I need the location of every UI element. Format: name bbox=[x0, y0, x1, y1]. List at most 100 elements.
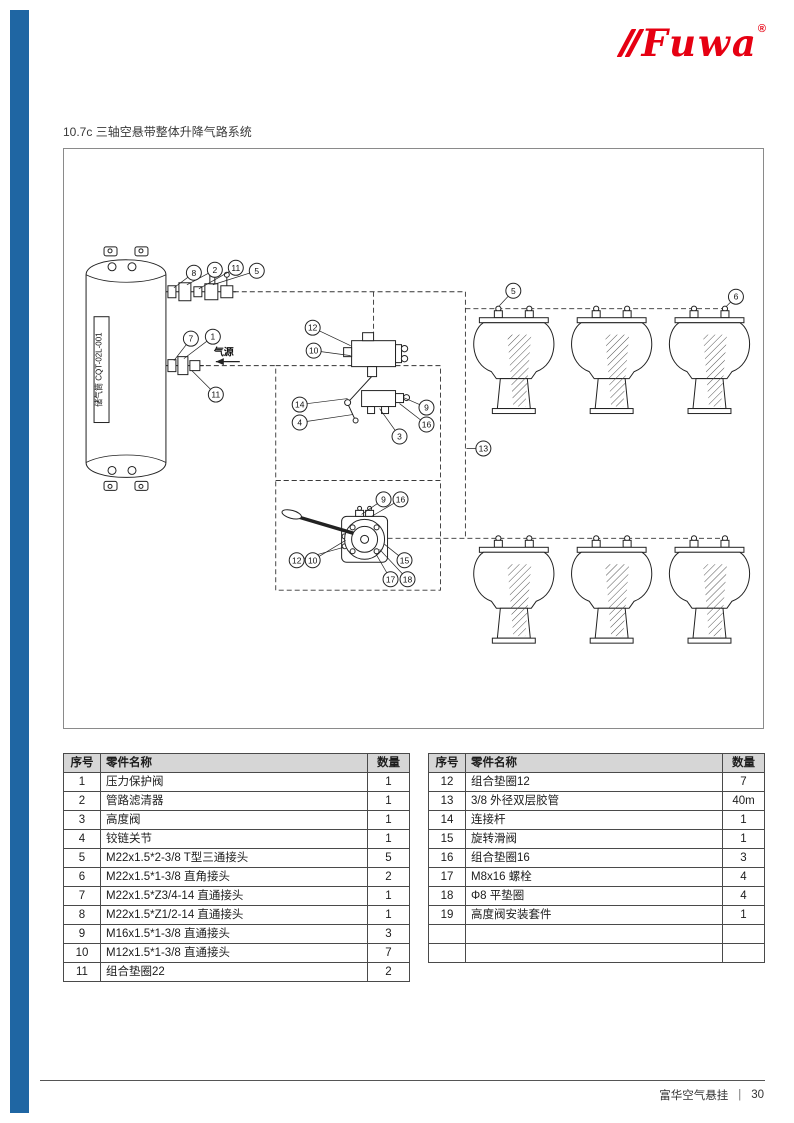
svg-text:13: 13 bbox=[479, 443, 489, 453]
air-spring-4 bbox=[473, 535, 555, 644]
cell-qty: 1 bbox=[367, 829, 410, 849]
cell-qty: 1 bbox=[367, 791, 410, 811]
cell-no: 13 bbox=[428, 791, 466, 811]
cell-name: M22x1.5*Z3/4-14 直通接头 bbox=[100, 886, 368, 906]
cell-name: 旋转滑阀 bbox=[465, 829, 723, 849]
cell-name: 铰链关节 bbox=[100, 829, 368, 849]
cell-no: 7 bbox=[63, 886, 101, 906]
cell-no bbox=[428, 924, 466, 944]
cell-name: 组合垫圈12 bbox=[465, 772, 723, 792]
svg-text:6: 6 bbox=[734, 292, 739, 302]
cell-qty bbox=[722, 943, 765, 963]
callout-11: 11 bbox=[227, 259, 244, 276]
col-header-qty: 数量 bbox=[367, 753, 410, 773]
svg-text:7: 7 bbox=[189, 334, 194, 344]
manifold-block bbox=[361, 390, 411, 415]
callout-10: 10 bbox=[305, 342, 322, 359]
air-source-arrow-icon bbox=[215, 358, 240, 366]
cell-name: M22x1.5*1-3/8 直角接头 bbox=[100, 867, 368, 887]
cell-qty: 40m bbox=[722, 791, 765, 811]
cell-qty: 3 bbox=[722, 848, 765, 868]
cell-name: 管路滤清器 bbox=[100, 791, 368, 811]
cell-no: 15 bbox=[428, 829, 466, 849]
cell-name: 高度阀安装套件 bbox=[465, 905, 723, 925]
cell-name: 组合垫圈22 bbox=[100, 962, 368, 982]
cell-no bbox=[428, 943, 466, 963]
air-spring-5 bbox=[571, 535, 653, 644]
callout-10: 10 bbox=[304, 552, 321, 569]
cell-no: 11 bbox=[63, 962, 101, 982]
svg-text:15: 15 bbox=[400, 555, 410, 565]
svg-text:12: 12 bbox=[308, 323, 318, 333]
cell-no: 12 bbox=[428, 772, 466, 792]
cell-name: M8x16 螺栓 bbox=[465, 867, 723, 887]
cell-qty: 1 bbox=[367, 905, 410, 925]
cell-no: 6 bbox=[63, 867, 101, 887]
left-blue-bar bbox=[10, 10, 29, 1113]
col-header-no: 序号 bbox=[63, 753, 101, 773]
cell-no: 16 bbox=[428, 848, 466, 868]
svg-text:3: 3 bbox=[397, 431, 402, 441]
svg-text:17: 17 bbox=[386, 574, 396, 584]
svg-text:2: 2 bbox=[212, 265, 217, 275]
callout-leader-line bbox=[296, 546, 344, 561]
tank-label: 储气筒 CQT-02L-001 bbox=[94, 332, 104, 407]
callout-11: 11 bbox=[207, 386, 224, 403]
cell-no: 17 bbox=[428, 867, 466, 887]
svg-text:9: 9 bbox=[424, 403, 429, 413]
callout-12: 12 bbox=[304, 319, 321, 336]
cell-name bbox=[465, 924, 723, 944]
cell-qty: 4 bbox=[722, 886, 765, 906]
svg-text:9: 9 bbox=[381, 494, 386, 504]
cell-no: 10 bbox=[63, 943, 101, 963]
footer-page-number: 30 bbox=[751, 1089, 764, 1101]
cell-no: 18 bbox=[428, 886, 466, 906]
cell-qty bbox=[722, 924, 765, 944]
cell-qty: 1 bbox=[367, 772, 410, 792]
cell-qty: 4 bbox=[722, 867, 765, 887]
fuwa-logo: Fuwa ® bbox=[616, 22, 766, 64]
cell-no: 9 bbox=[63, 924, 101, 944]
cell-no: 5 bbox=[63, 848, 101, 868]
callout-leader-line bbox=[299, 398, 348, 405]
cell-qty: 5 bbox=[367, 848, 410, 868]
page-footer: 富华空气悬挂 | 30 bbox=[659, 1087, 764, 1103]
callout-2: 2 bbox=[206, 261, 223, 278]
footer-separator: | bbox=[738, 1089, 742, 1101]
callout-13: 13 bbox=[475, 440, 492, 457]
cell-qty: 1 bbox=[722, 810, 765, 830]
registered-trademark-symbol: ® bbox=[757, 23, 766, 35]
page-title: 10.7c 三轴空悬带整体升降气路系统 bbox=[63, 125, 252, 139]
cell-name: M22x1.5*Z1/2-14 直通接头 bbox=[100, 905, 368, 925]
cell-name: M16x1.5*1-3/8 直通接头 bbox=[100, 924, 368, 944]
svg-text:10: 10 bbox=[308, 555, 318, 565]
col-header-qty: 数量 bbox=[722, 753, 765, 773]
callout-5: 5 bbox=[505, 282, 522, 299]
diagram-frame: 储气筒 CQT-02L-001 气 bbox=[63, 148, 764, 729]
table-row bbox=[428, 924, 765, 944]
cell-no: 1 bbox=[63, 772, 101, 792]
callout-16: 16 bbox=[418, 416, 435, 433]
cell-qty: 2 bbox=[367, 867, 410, 887]
cell-qty: 1 bbox=[367, 886, 410, 906]
cell-name: 3/8 外径双层胶管 bbox=[465, 791, 723, 811]
cell-qty: 3 bbox=[367, 924, 410, 944]
footer-brand-text: 富华空气悬挂 bbox=[659, 1090, 729, 1102]
cell-qty: 7 bbox=[722, 772, 765, 792]
